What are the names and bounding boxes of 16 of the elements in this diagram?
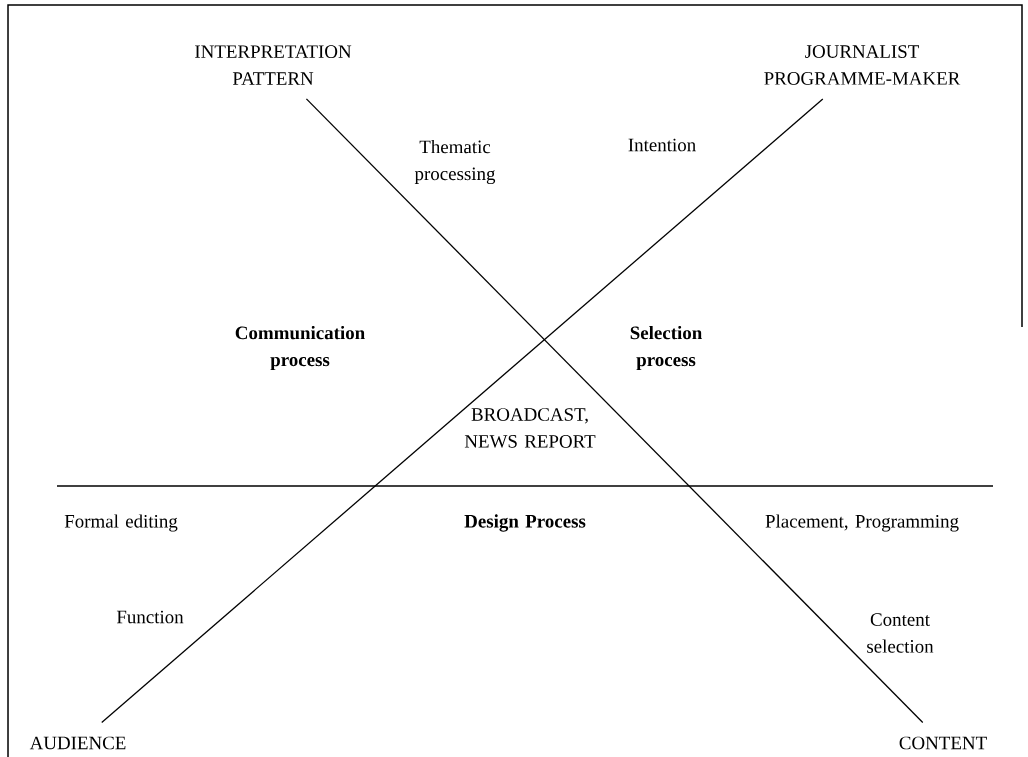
text-label: BROADCAST, NEWS REPORT <box>464 408 596 448</box>
line <box>305 98 924 724</box>
text-label: Function <box>116 610 184 624</box>
text-label: Placement, Programming <box>765 514 959 532</box>
line <box>101 98 824 724</box>
node-label: JOURNALIST PROGRAMME-MAKER <box>764 45 961 85</box>
text-label: Thematic processing <box>414 139 496 185</box>
section-heading: Selection process <box>630 325 702 370</box>
node-label: INTERPRETATION PATTERN <box>195 45 352 85</box>
text-label: Intention <box>628 138 696 152</box>
text-label: Content selection <box>867 613 934 653</box>
section-heading: Design Process <box>464 514 586 532</box>
node-label: CONTENT <box>899 736 987 750</box>
section-heading: Communication process <box>235 325 365 370</box>
node-label: AUDIENCE <box>29 736 126 750</box>
text-label: Formal editing <box>64 514 178 532</box>
